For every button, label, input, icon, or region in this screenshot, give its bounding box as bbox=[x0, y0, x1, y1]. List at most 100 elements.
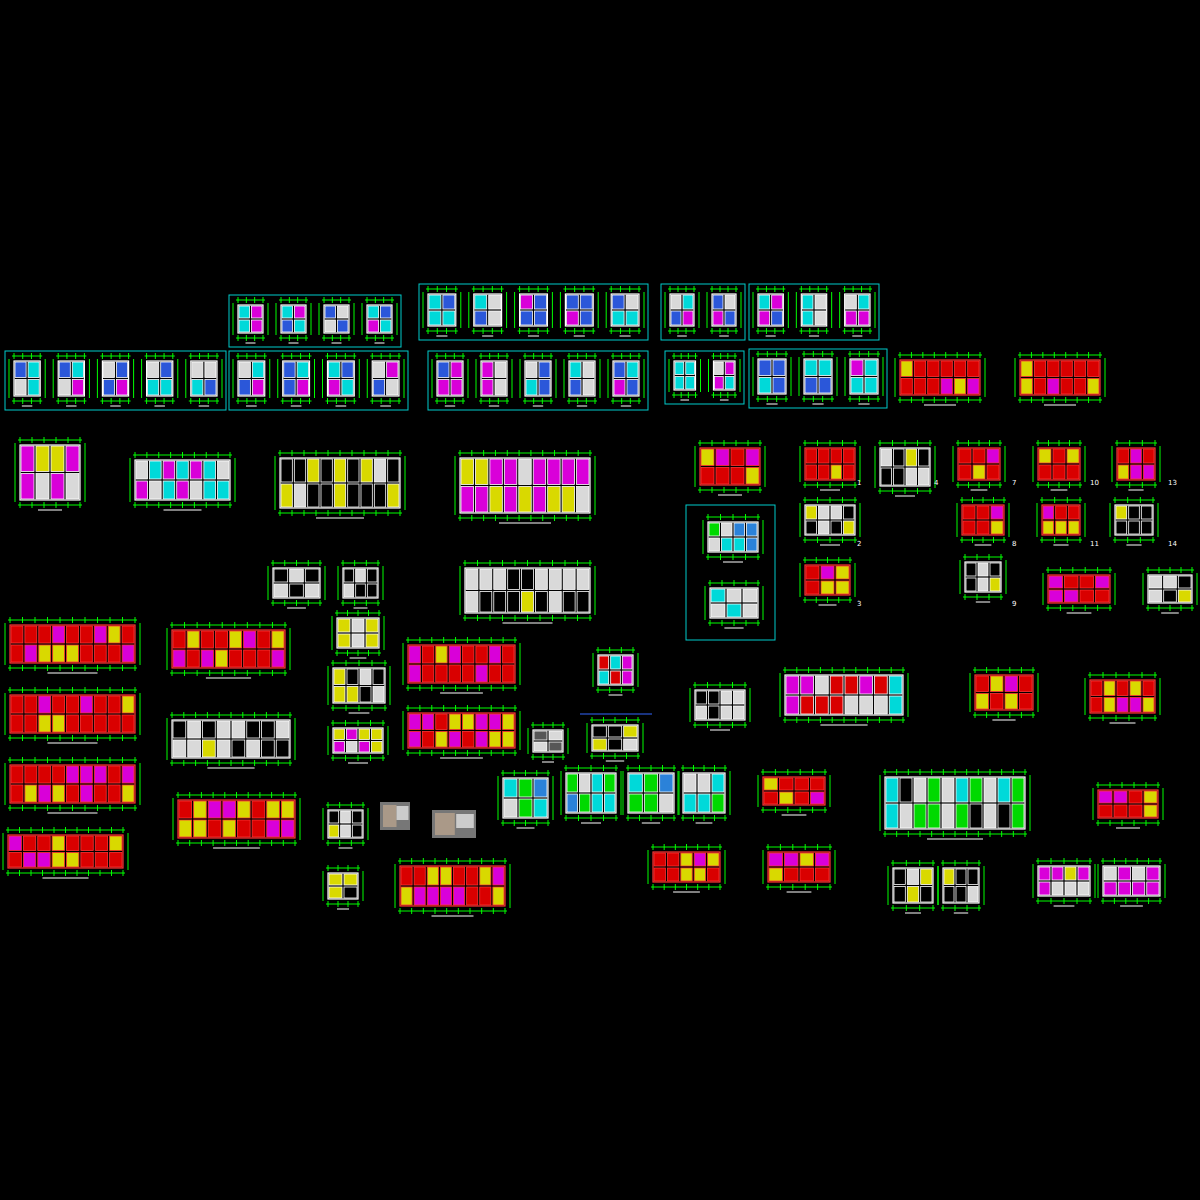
sheet-number: 3 bbox=[857, 601, 861, 608]
sheet-frame bbox=[5, 351, 226, 410]
sheet-number: 14 bbox=[1168, 541, 1177, 548]
floor-plan bbox=[799, 351, 837, 404]
floor-plan bbox=[758, 769, 830, 815]
floor-plan bbox=[515, 286, 553, 336]
floor-plan bbox=[623, 765, 679, 823]
floor-plan bbox=[796, 286, 831, 336]
floor-plan bbox=[1043, 567, 1115, 613]
floor-plan bbox=[9, 353, 45, 406]
floor-plan bbox=[498, 770, 553, 828]
sheet-frame bbox=[749, 284, 879, 340]
floor-plan bbox=[648, 844, 725, 892]
floor-plan bbox=[957, 497, 1009, 545]
sheet-number: 8 bbox=[1012, 541, 1016, 548]
floor-plan bbox=[1110, 497, 1158, 545]
floor-plan bbox=[275, 450, 405, 518]
floor-plan bbox=[233, 353, 270, 406]
floor-plan bbox=[1098, 858, 1165, 906]
floor-plan bbox=[186, 353, 222, 406]
floor-plan bbox=[703, 514, 763, 562]
floor-plan bbox=[528, 722, 568, 762]
floor-plan bbox=[167, 712, 295, 768]
floor-plan bbox=[380, 802, 410, 830]
floor-plan bbox=[800, 557, 855, 605]
floor-plan bbox=[1093, 782, 1163, 828]
floor-plan bbox=[564, 353, 600, 406]
floor-plan bbox=[276, 297, 311, 343]
floor-plan bbox=[1033, 440, 1085, 490]
floor-plan bbox=[895, 352, 985, 405]
floor-plan bbox=[432, 810, 476, 838]
floor-plan bbox=[476, 353, 512, 406]
floor-plan bbox=[845, 351, 883, 404]
floor-plan bbox=[593, 647, 638, 695]
floor-plan bbox=[167, 622, 290, 678]
floor-plan bbox=[587, 717, 643, 761]
floor-plan bbox=[460, 560, 595, 623]
floor-plan bbox=[880, 769, 1030, 839]
floor-plan bbox=[665, 286, 699, 336]
floor-plan bbox=[840, 286, 875, 336]
floor-plan bbox=[53, 353, 89, 406]
floor-plan bbox=[5, 757, 140, 813]
floor-plan bbox=[338, 560, 383, 608]
floor-plan bbox=[1085, 672, 1160, 723]
floor-plan bbox=[800, 497, 860, 545]
sheet-frame bbox=[428, 351, 648, 410]
floor-plan bbox=[960, 554, 1006, 602]
floor-plan bbox=[1037, 497, 1085, 545]
floor-plan bbox=[142, 353, 178, 406]
floor-plan bbox=[323, 865, 363, 909]
floor-plan bbox=[1112, 440, 1160, 490]
floor-plan bbox=[705, 580, 763, 628]
sheet-frame bbox=[229, 351, 408, 410]
floor-plan bbox=[278, 353, 315, 406]
floor-plan bbox=[1033, 858, 1095, 906]
floor-plan bbox=[520, 353, 556, 406]
floor-plan bbox=[753, 286, 788, 336]
floor-plan bbox=[362, 297, 397, 343]
floor-plan bbox=[319, 297, 354, 343]
floor-plan bbox=[395, 858, 510, 916]
floor-plan bbox=[800, 440, 860, 490]
sheet-number: 10 bbox=[1090, 480, 1099, 487]
floor-plan bbox=[561, 765, 621, 823]
floor-plan bbox=[780, 667, 908, 725]
floor-plan bbox=[367, 353, 404, 406]
floor-plan bbox=[15, 437, 85, 510]
floor-plan bbox=[709, 353, 741, 400]
floor-plan bbox=[875, 440, 935, 496]
floor-plan bbox=[323, 353, 360, 406]
floor-plan bbox=[953, 440, 1005, 490]
sheet-frame bbox=[749, 349, 887, 408]
floor-plan bbox=[938, 860, 984, 913]
floor-plan bbox=[763, 844, 835, 892]
floor-plan bbox=[707, 286, 741, 336]
floor-plan bbox=[130, 452, 235, 510]
floor-plan bbox=[753, 351, 791, 404]
floor-plan bbox=[695, 440, 765, 495]
floor-plan bbox=[690, 682, 750, 730]
sheet-frame bbox=[229, 295, 401, 347]
sheet-frame bbox=[661, 284, 745, 340]
floor-plan bbox=[970, 667, 1038, 720]
floor-plan bbox=[328, 720, 388, 763]
floor-plan bbox=[173, 792, 300, 848]
floor-plan bbox=[332, 610, 384, 658]
floor-plan bbox=[455, 450, 595, 523]
floor-plan bbox=[1143, 567, 1197, 613]
floor-plan bbox=[233, 297, 268, 343]
sheet-number: 1 bbox=[857, 480, 861, 487]
floor-plan bbox=[328, 660, 390, 713]
sheet-number: 4 bbox=[934, 480, 938, 487]
section-line bbox=[580, 714, 652, 715]
sheet-number: 2 bbox=[857, 541, 861, 548]
floor-plan bbox=[606, 286, 644, 336]
floor-plan bbox=[97, 353, 133, 406]
floor-plan bbox=[403, 637, 520, 693]
floor-plan bbox=[469, 286, 507, 336]
floor-plan bbox=[3, 827, 128, 878]
floor-plan bbox=[423, 286, 461, 336]
sheet-number: 13 bbox=[1168, 480, 1177, 487]
